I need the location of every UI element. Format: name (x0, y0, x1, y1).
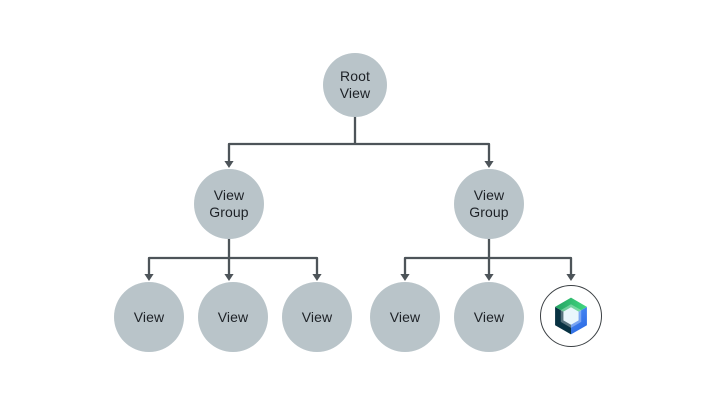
compose-logo-top-face (555, 297, 587, 316)
arrowhead-view-2 (224, 274, 234, 281)
node-root-view: Root View (323, 53, 387, 117)
node-view-2: View (198, 282, 268, 352)
node-view-group-left-label-line1: View (213, 187, 245, 204)
connector-level1-bracket (227, 142, 491, 162)
arrowhead-compose (566, 274, 576, 281)
node-view-1: View (114, 282, 184, 352)
node-view-group-right: View Group (454, 169, 524, 239)
node-view-4-label: View (389, 308, 421, 325)
jetpack-compose-logo-icon (555, 297, 587, 335)
node-view-group-left: View Group (194, 169, 264, 239)
arrowhead-view-4 (400, 274, 410, 281)
node-view-group-right-label-line2: Group (469, 204, 509, 220)
node-view-3-label: View (301, 308, 333, 325)
arrowhead-group-left (224, 161, 234, 168)
node-view-5-label: View (473, 308, 505, 325)
arrowhead-view-3 (312, 274, 322, 281)
node-view-4: View (370, 282, 440, 352)
connector-right-bracket (403, 256, 573, 275)
compose-logo-inner-hexagon (563, 307, 579, 325)
arrowhead-view-1 (144, 274, 154, 281)
node-view-group-left-label-line2: Group (209, 204, 249, 220)
node-root-view-label-line2: View (339, 85, 371, 101)
node-view-5: View (454, 282, 524, 352)
node-view-3: View (282, 282, 352, 352)
node-compose (540, 285, 602, 347)
arrowhead-view-5 (484, 274, 494, 281)
node-view-1-label: View (133, 308, 165, 325)
node-view-group-right-label-line1: View (473, 187, 505, 204)
connector-left-bracket (147, 256, 319, 275)
arrowhead-group-right (484, 161, 494, 168)
node-root-view-label-line1: Root (340, 68, 370, 85)
node-view-2-label: View (217, 308, 249, 325)
